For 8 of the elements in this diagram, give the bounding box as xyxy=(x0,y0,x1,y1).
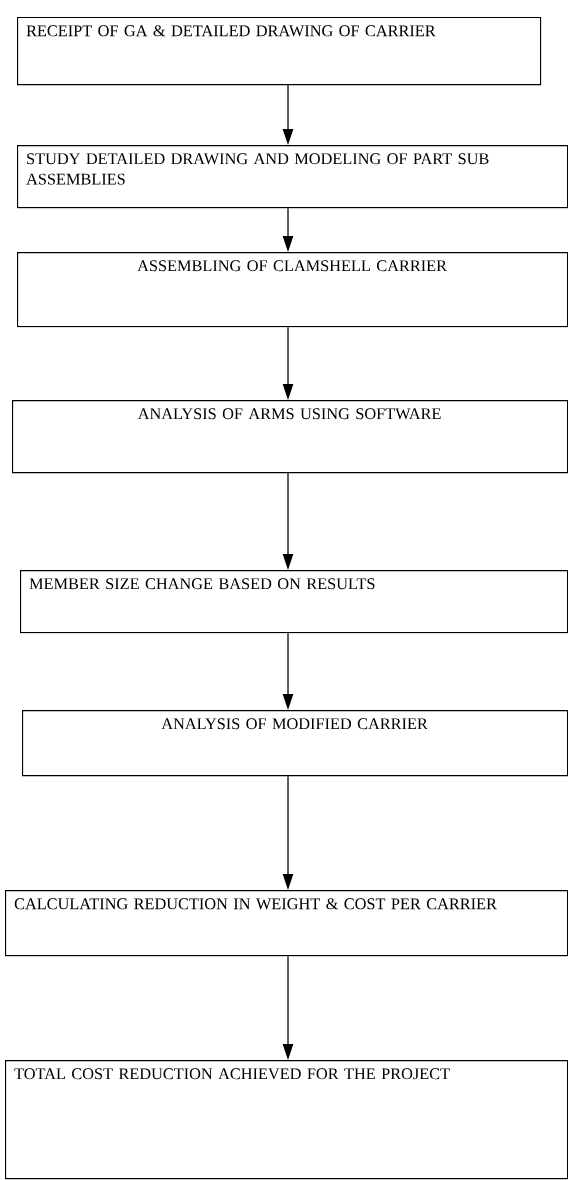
process-box: MEMBER SIZE CHANGE BASED ON RESULTS xyxy=(20,570,568,634)
process-box: STUDY DETAILED DRAWING AND MODELING OF PART SUB ASSEMBLIES xyxy=(17,145,568,209)
process-box: TOTAL COST REDUCTION ACHIEVED FOR THE PROJECT xyxy=(5,1060,568,1180)
process-box: ANALYSIS OF ARMS USING SOFTWARE xyxy=(12,400,568,474)
process-box: RECEIPT OF GA & DETAILED DRAWING OF CARRIER xyxy=(17,17,542,86)
process-box: ASSEMBLING OF CLAMSHELL CARRIER xyxy=(17,252,568,328)
process-box: CALCULATING REDUCTION IN WEIGHT & COST PER CARRIER xyxy=(5,890,568,957)
process-box: ANALYSIS OF MODIFIED CARRIER xyxy=(22,710,568,777)
